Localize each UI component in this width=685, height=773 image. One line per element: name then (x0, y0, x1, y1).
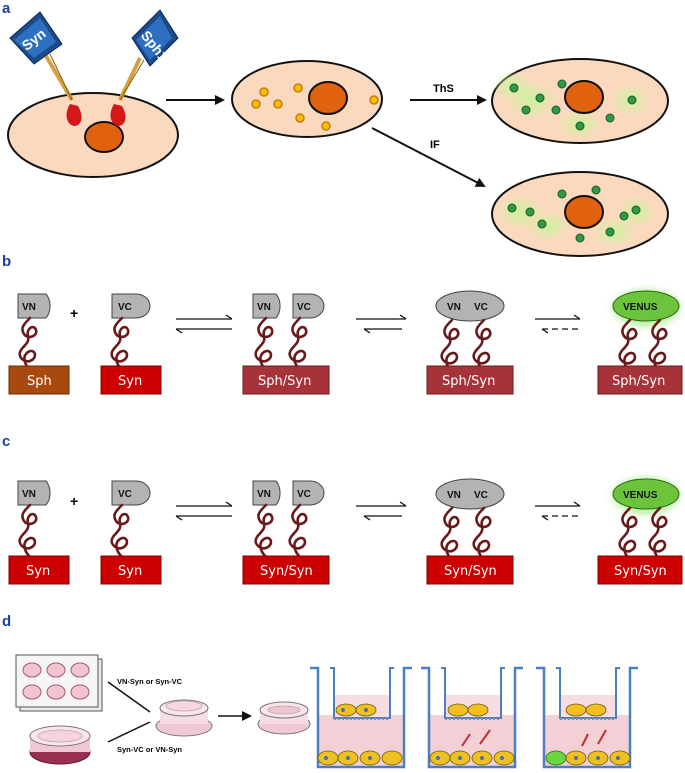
c-box-dimer2 (426, 555, 514, 585)
yellow-aggregates (251, 83, 379, 131)
cell-2 (231, 60, 383, 138)
d-arrow-top-label: VN-Syn or Syn-VC (117, 677, 183, 686)
c-dimer1-vn-label: VN (257, 489, 271, 500)
c-linker-4b (472, 506, 492, 562)
green-dots-ths (509, 79, 637, 131)
transwell-3 (536, 666, 638, 769)
b-venus-label: VENUS (623, 302, 658, 313)
b-venus (612, 290, 680, 322)
c-linker-3a (254, 503, 274, 559)
single-insert (257, 701, 311, 735)
green-dots-if (507, 185, 641, 243)
b-fragment-vc (111, 293, 151, 319)
b-box-sph (8, 365, 70, 395)
d-arrow-top (107, 681, 151, 713)
c-equilibrium-3 (535, 501, 581, 521)
c-venus (612, 478, 680, 510)
c-box-syn1-label: Syn (26, 564, 50, 579)
nucleus-4 (564, 195, 604, 229)
c-box-dimer1-label: Syn/Syn (260, 564, 313, 579)
c-box-dimer3-label: Syn/Syn (614, 564, 667, 579)
d-arrow-bottom (107, 721, 151, 743)
c-complex-vn-label: VN (447, 490, 461, 501)
transwell-1 (310, 666, 412, 769)
c-box-syn2-label: Syn (118, 564, 142, 579)
c-linker-3b (288, 503, 308, 559)
b-box-syn (100, 365, 162, 395)
b-vn-label: VN (22, 302, 36, 313)
six-well-plate (15, 654, 103, 712)
c-box-syn2 (100, 555, 162, 585)
b-vc-label: VC (118, 302, 132, 313)
c-box-syn1 (8, 555, 70, 585)
c-dimer1-vn (252, 480, 281, 506)
b-equilibrium-1 (175, 314, 233, 334)
pipette-right (118, 9, 179, 101)
b-box-dimer2 (426, 365, 514, 395)
d-arrow-bottom-label: Syn-VC or VN-Syn (117, 745, 182, 754)
b-dimer1-vn-label: VN (257, 302, 271, 313)
c-complex-vnvc (435, 478, 505, 510)
panel-d-label: d (2, 613, 11, 630)
protein-drop-right (110, 104, 126, 126)
culture-dish-left (29, 725, 91, 765)
b-linker-3a (254, 316, 274, 372)
b-dimer1-vc (292, 293, 325, 319)
arrow-if-label: IF (430, 139, 440, 151)
protein-drop-left (66, 104, 82, 126)
nucleus-1 (84, 121, 124, 153)
c-dimer1-vc-label: VC (297, 489, 311, 500)
c-fragment-vn (17, 480, 51, 506)
b-dimer1-vn (252, 293, 281, 319)
b-box-dimer2-label: Sph/Syn (442, 374, 495, 389)
c-vn-label: VN (22, 489, 36, 500)
stacked-insert (155, 699, 213, 737)
b-equilibrium-3 (535, 314, 581, 334)
b-box-dimer1-label: Sph/Syn (258, 374, 311, 389)
panel-a-label: a (2, 0, 11, 17)
c-complex-vc-label: VC (474, 490, 488, 501)
b-linker-4a (440, 318, 460, 374)
c-equilibrium-1 (175, 501, 233, 521)
c-linker-1 (18, 503, 38, 559)
c-venus-label: VENUS (623, 490, 658, 501)
arrow-if (371, 127, 486, 187)
b-fragment-vn (17, 293, 51, 319)
pipette-left (9, 11, 74, 102)
b-linker-1 (18, 316, 38, 372)
c-dimer1-vc (292, 480, 325, 506)
c-equilibrium-2 (356, 501, 407, 521)
b-complex-vnvc (435, 290, 505, 322)
b-linker-2 (110, 316, 130, 372)
c-box-dimer3 (597, 555, 683, 585)
panel-b-label: b (2, 253, 11, 270)
c-box-dimer2-label: Syn/Syn (444, 564, 497, 579)
transwell-2 (421, 666, 523, 769)
b-complex-vc-label: VC (474, 302, 488, 313)
b-box-syn-label: Syn (118, 374, 142, 389)
arrow-ths-label: ThS (433, 83, 454, 95)
c-vc-label: VC (118, 489, 132, 500)
b-box-dimer3-label: Sph/Syn (612, 374, 665, 389)
nucleus-2 (308, 81, 348, 115)
b-plus: + (70, 305, 78, 321)
c-linker-4a (440, 506, 460, 562)
c-fragment-vc (111, 480, 151, 506)
b-box-sph-label: Sph (27, 374, 52, 389)
b-linker-3b (288, 316, 308, 372)
c-box-dimer1 (242, 555, 330, 585)
ths-glow (492, 70, 650, 140)
b-dimer1-vc-label: VC (297, 302, 311, 313)
b-box-dimer1 (242, 365, 330, 395)
nucleus-3 (564, 80, 604, 114)
panel-c-label: c (2, 433, 10, 450)
b-complex-vn-label: VN (447, 302, 461, 313)
c-linker-2 (110, 503, 130, 559)
b-box-dimer3 (597, 365, 683, 395)
b-equilibrium-2 (356, 314, 407, 334)
b-linker-4b (472, 318, 492, 374)
c-plus: + (70, 493, 78, 509)
